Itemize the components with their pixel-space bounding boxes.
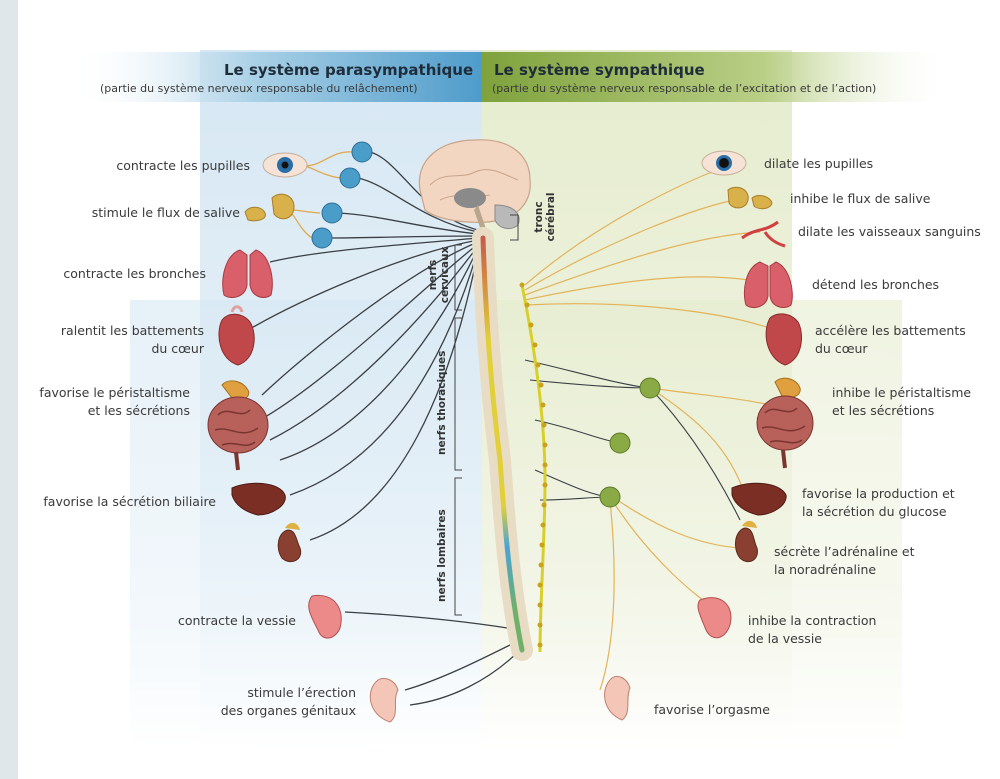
label-para-heart-1: ralentit les battements (30, 322, 204, 339)
label-para-heart-2: du cœur (30, 340, 204, 357)
label-para-genital-1: stimule l’érection (160, 684, 356, 701)
label-thoracic-nerves: nerfs thoraciques (436, 351, 448, 455)
label-para-digest-2: et les sécrétions (20, 402, 190, 419)
para-header-subtitle: (partie du système nerveux responsable d… (100, 82, 418, 95)
label-lumbar-nerves: nerfs lombaires (436, 509, 448, 602)
label-para-bladder: contracte la vessie (100, 612, 296, 629)
label-brainstem: tronc cérébral (533, 188, 557, 246)
label-symp-pupils: dilate les pupilles (764, 155, 873, 172)
label-para-bile: favorise la sécrétion biliaire (20, 493, 216, 510)
label-symp-glucose-2: la sécrétion du glucose (802, 503, 947, 520)
para-header-title: Le système parasympathique (224, 61, 473, 79)
label-para-pupils: contracte les pupilles (60, 157, 250, 174)
label-para-digest-1: favorise le péristaltisme (20, 384, 190, 401)
symp-header-title: Le système sympathique (494, 61, 705, 79)
para-ganglion (352, 142, 372, 162)
label-symp-digest-2: et les sécrétions (832, 402, 934, 419)
label-symp-adrenal-1: sécrète l’adrénaline et (774, 543, 915, 560)
eye-icon (263, 153, 307, 177)
label-symp-heart-1: accélère les battements (815, 322, 966, 339)
label-symp-vessels: dilate les vaisseaux sanguins (798, 223, 981, 240)
symp-ganglion (610, 433, 630, 453)
label-symp-bronchi: détend les bronches (812, 276, 939, 293)
label-cervical-nerves: nerfs cervicaux (427, 246, 451, 304)
label-symp-glucose-1: favorise la production et (802, 485, 955, 502)
eye-icon (702, 151, 746, 175)
left-edge-strip (0, 0, 18, 779)
para-ganglion (322, 203, 342, 223)
label-para-saliva: stimule le flux de salive (40, 204, 240, 221)
label-symp-genital: favorise l’orgasme (654, 701, 770, 718)
label-symp-heart-2: du cœur (815, 340, 868, 357)
symp-ganglion (600, 487, 620, 507)
para-ganglion (340, 168, 360, 188)
label-symp-saliva: inhibe le flux de salive (790, 190, 931, 207)
label-symp-adrenal-2: la noradrénaline (774, 561, 876, 578)
symp-ganglion (640, 378, 660, 398)
para-ganglion (312, 228, 332, 248)
label-para-genital-2: des organes génitaux (160, 702, 356, 719)
symp-header-subtitle: (partie du système nerveux responsable d… (492, 82, 876, 95)
label-para-bronchi: contracte les bronches (40, 265, 206, 282)
label-symp-digest-1: inhibe le péristaltisme (832, 384, 971, 401)
label-symp-bladder-2: de la vessie (748, 630, 822, 647)
label-symp-bladder-1: inhibe la contraction (748, 612, 876, 629)
